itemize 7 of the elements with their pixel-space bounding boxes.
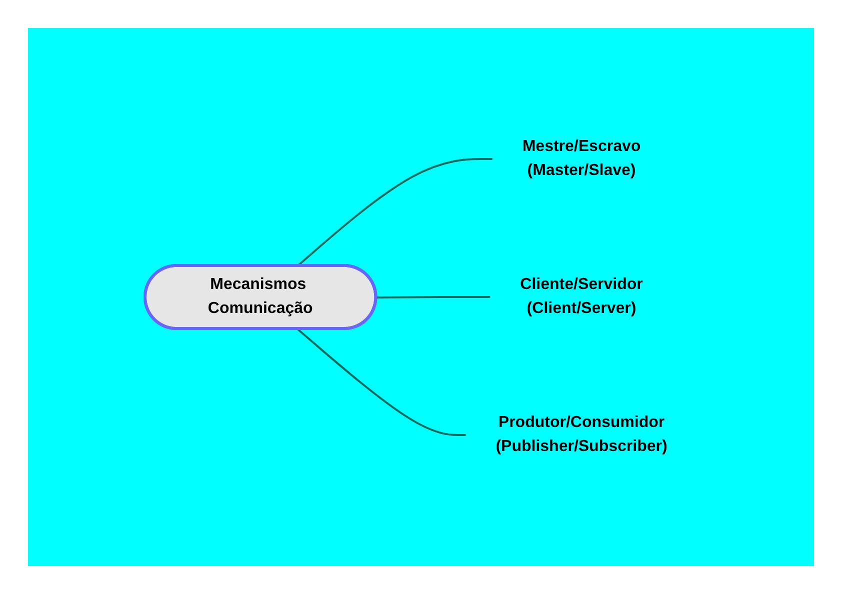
- node-text: Cliente/Servidor (Client/Server): [520, 276, 643, 317]
- connector: [296, 158, 492, 267]
- node-text: Produtor/Consumidor (Publisher/Subscriber): [496, 414, 668, 455]
- slide-background: Mecanismos Comunicação Mestre/Escravo (Master/Slave) Cliente/Servidor (Client/Server) Produtor/Consumidor (Publisher/Subscriber): [28, 28, 814, 566]
- connector: [296, 328, 466, 436]
- node-text: Mestre/Escravo (Master/Slave): [522, 138, 640, 179]
- connector: [376, 296, 490, 298]
